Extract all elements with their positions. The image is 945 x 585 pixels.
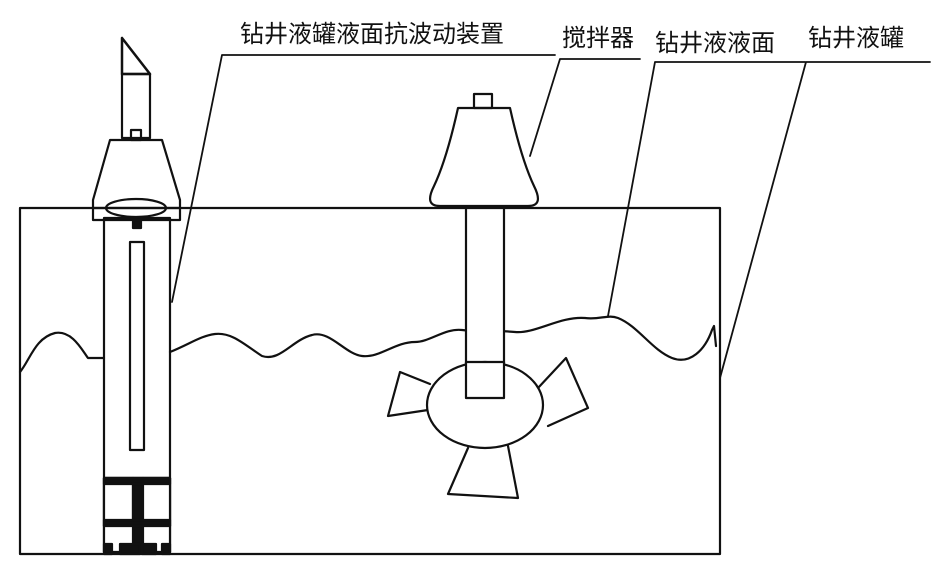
device-column xyxy=(120,72,152,140)
leader-lines xyxy=(171,54,931,379)
device-housing xyxy=(91,138,182,222)
label-tank: 钻井液罐 xyxy=(808,24,904,52)
stirrer xyxy=(386,92,590,500)
device-slot xyxy=(128,240,146,452)
anti-fluctuation-device xyxy=(91,36,182,556)
drilling-fluid-tank xyxy=(18,206,722,556)
stirrer-blade-bottom xyxy=(446,444,520,500)
stirrer-blade-right xyxy=(536,356,590,428)
stirrer-blade-left xyxy=(386,370,432,418)
device-base xyxy=(102,476,172,556)
stirrer-cap xyxy=(472,92,494,110)
stirrer-shaft-lower xyxy=(464,360,506,400)
stirrer-motor xyxy=(428,106,540,208)
device-wedge xyxy=(120,36,152,76)
device-marker xyxy=(131,218,143,230)
leader-device xyxy=(171,54,556,303)
label-anti-fluctuation-device: 钻井液罐液面抗波动装置 xyxy=(240,20,504,48)
liquid-surface-left xyxy=(18,331,106,374)
leader-liquid-surface xyxy=(607,61,806,317)
leader-stirrer xyxy=(529,58,641,157)
label-stirrer: 搅拌器 xyxy=(562,24,634,52)
label-liquid-surface: 钻井液液面 xyxy=(655,29,775,57)
leader-tank xyxy=(719,61,931,379)
liquid-surface-right xyxy=(168,315,718,361)
